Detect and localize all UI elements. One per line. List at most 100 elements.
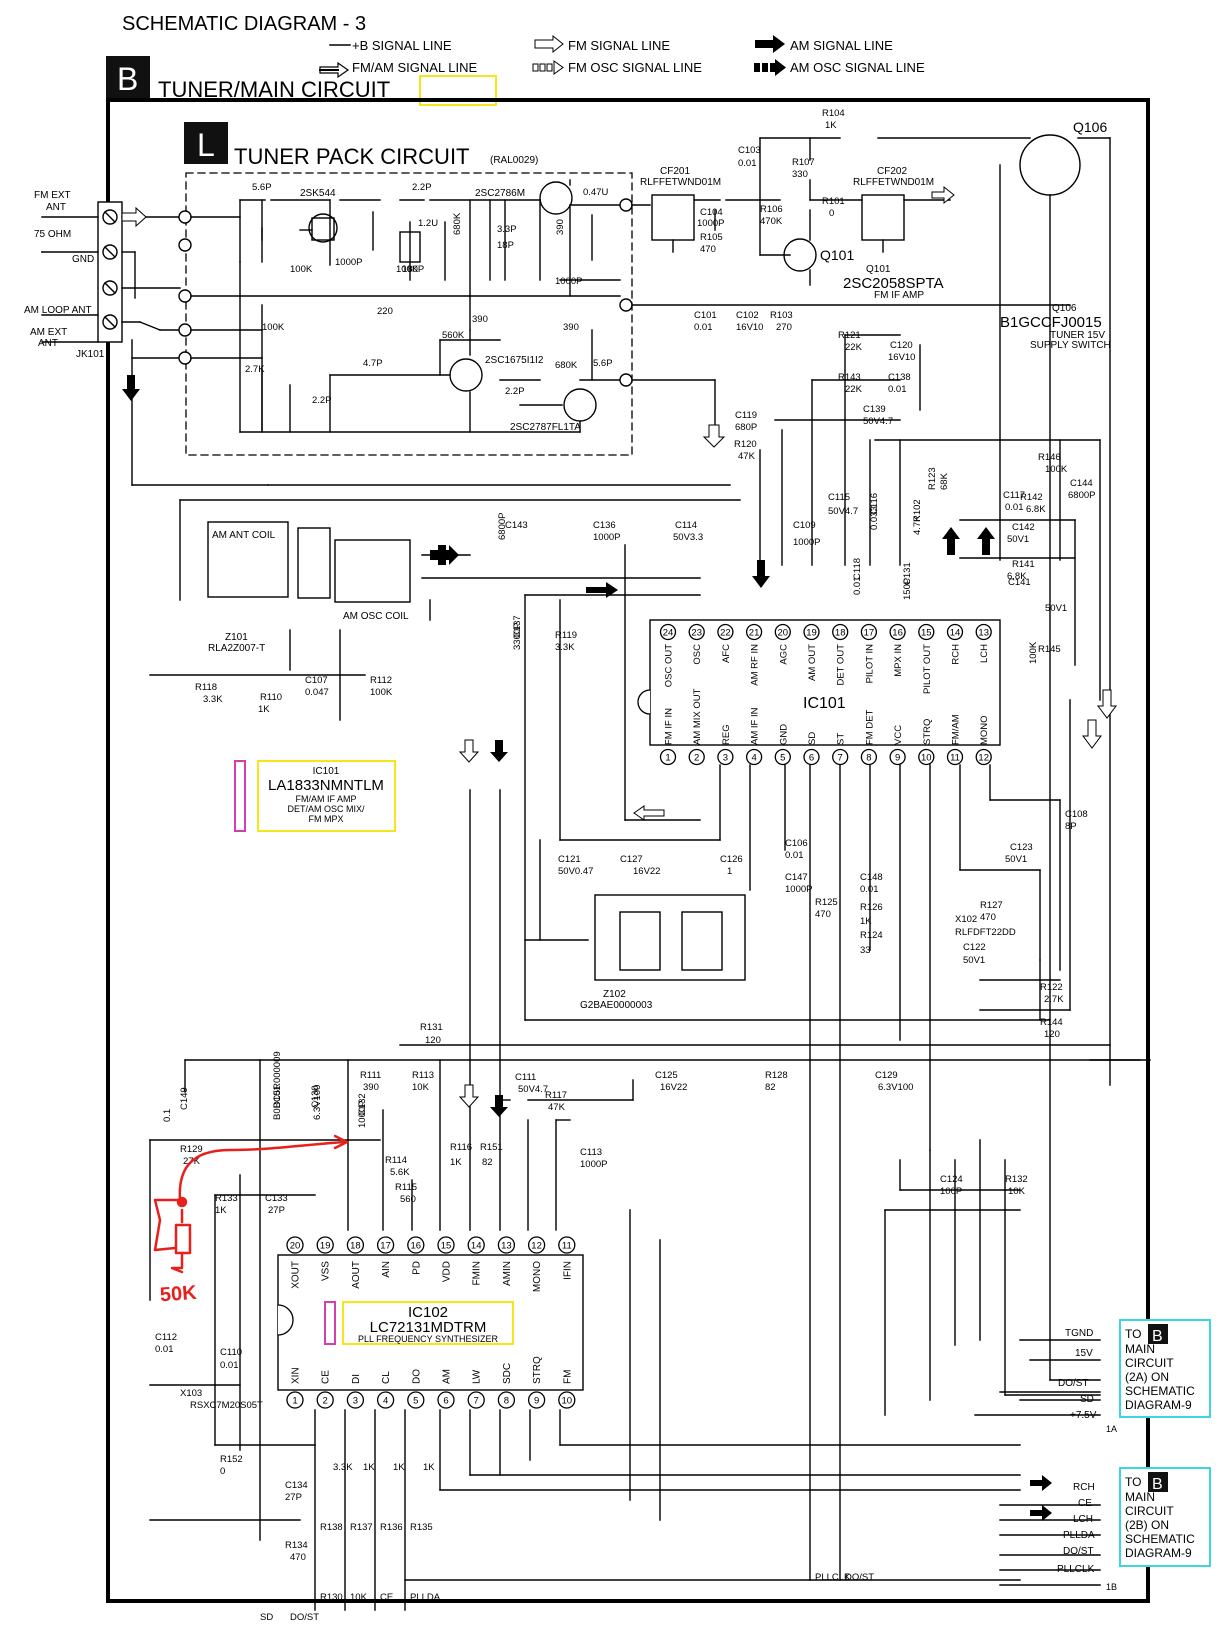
am-ext-label: AM EXT — [30, 327, 67, 338]
legend-b-signal-line: +B SIGNAL LINE — [352, 38, 452, 53]
component-label: R127 — [980, 900, 1003, 911]
component-label: 3.3P — [497, 224, 517, 235]
ic101-pin-name: REG — [721, 724, 732, 745]
ic101-pin-number: 12 — [978, 753, 989, 764]
component-label: 2.7K — [245, 364, 265, 375]
component-label: 50V4.7 — [828, 506, 858, 517]
component-label: 5.6P — [252, 182, 272, 193]
component-label: R146 — [1038, 452, 1061, 463]
component-label: R143 — [838, 372, 861, 383]
component-label: R118 — [195, 682, 217, 693]
transistor-labels: Q101 Q101 2SC2058SPTA FM IF AMP Q106 Q10… — [300, 119, 1111, 433]
transistor-2sc2786-label: 2SC2786M — [475, 188, 525, 199]
component-label: 390 — [555, 219, 566, 235]
signal-arrows — [121, 185, 1117, 1521]
ic101-info-ref: IC101 — [313, 766, 340, 777]
ic101-pin-number: 10 — [921, 753, 932, 764]
ic101-pin-number: 22 — [720, 628, 731, 639]
legend-fmam-signal-line: FM/AM SIGNAL LINE — [352, 60, 478, 75]
ic102-pin-16 — [407, 1236, 425, 1254]
ic102-pin-number: 16 — [411, 1241, 422, 1252]
connector-b-line-1: MAIN — [1125, 1490, 1155, 1504]
component-label: 680K — [452, 212, 463, 235]
component-label: 3.3K — [555, 642, 575, 653]
ic102-pin-6 — [437, 1391, 455, 1409]
component-label: 100K — [396, 264, 419, 275]
ic102-part: LC72131MDTRM — [370, 1319, 487, 1336]
ic101-pin-number: 1 — [665, 753, 670, 764]
ic101-pin-name: STRQ — [922, 719, 933, 745]
ic102-pin-name: PD — [411, 1261, 422, 1275]
component-label: 1000P — [785, 884, 812, 895]
legend-am-signal-line: AM SIGNAL LINE — [790, 38, 893, 53]
ic101-info: IC101 LA1833NMNTLM FM/AM IF AMP DET/AM O… — [268, 766, 384, 824]
component-label: R111 — [360, 1070, 381, 1081]
ic102-pin-13 — [497, 1236, 516, 1254]
component-label: C116 — [869, 493, 880, 515]
component-label: R101 — [822, 196, 845, 207]
ic101-pin-number: 6 — [809, 753, 814, 764]
component-label: PLLDA — [410, 1592, 441, 1603]
component-label: 1000P — [793, 537, 820, 548]
ic101-pin-name: OSC OUT — [664, 644, 675, 687]
component-label: C137 — [512, 615, 523, 638]
component-label: 1 — [727, 866, 732, 877]
component-label: 0.01 — [1005, 502, 1024, 513]
component-label: 470 — [980, 912, 996, 923]
component-label: 68K — [939, 472, 950, 490]
ic102-pin-number: 1 — [292, 1396, 297, 1407]
connector-a-tag: 1A — [1106, 1424, 1117, 1434]
ic101-pin-name: LCH — [979, 644, 990, 663]
fm-ant-label: ANT — [46, 202, 66, 213]
connector-a-signal-sd: SD — [1080, 1394, 1094, 1405]
component-label: C110 — [220, 1347, 242, 1358]
tuner-pack-part: (RAL0029) — [490, 155, 538, 166]
ic102-pin-name: AOUT — [351, 1261, 362, 1289]
component-label: C130 — [310, 1085, 321, 1108]
am-osc-coil-label: AM OSC COIL — [343, 611, 409, 622]
connector-b-signal-pllda: PLLDA — [1063, 1530, 1095, 1541]
ic102-pin-name: SDC — [502, 1363, 513, 1384]
ic101-pin-name: GND — [778, 724, 789, 745]
ic101-pin-number: 16 — [892, 628, 903, 639]
component-label: 1.2U — [418, 218, 438, 229]
ic101-pin-14 — [946, 623, 964, 641]
page-title: SCHEMATIC DIAGRAM - 3 — [122, 13, 366, 35]
ic101-pin-number: 4 — [751, 753, 756, 764]
header: SCHEMATIC DIAGRAM - 3 +B SIGNAL LINE FM … — [122, 13, 925, 79]
ic102-pin-number: 4 — [383, 1396, 388, 1407]
cf202-part: RLFFETWND01M — [853, 177, 934, 188]
component-label: 6800P — [1068, 490, 1095, 501]
ic101-info-desc-3: FM MPX — [309, 814, 344, 824]
component-label: 680K — [555, 360, 578, 371]
component-label: 0.01 — [785, 850, 804, 861]
component-label: C113 — [580, 1147, 602, 1158]
component-label: 16V10 — [736, 322, 763, 333]
component-label: 0.47U — [583, 187, 608, 198]
tuner-pack-title: TUNER PACK CIRCUIT — [234, 144, 470, 169]
z102-part: G2BAE0000003 — [580, 1000, 653, 1011]
ic102-pin-name: IFIN — [562, 1261, 573, 1280]
z101-ref: Z101 — [225, 632, 248, 643]
component-label: C115 — [828, 492, 850, 503]
ic101-pin-5 — [774, 748, 791, 766]
ic101-info-desc-2: DET/AM OSC MIX/ — [287, 804, 365, 814]
component-label: C122 — [963, 942, 986, 953]
component-label: C143 — [505, 520, 528, 531]
component-label: 6.3V100 — [878, 1082, 913, 1093]
component-label: R128 — [765, 1070, 788, 1081]
ic101-pin-number: 18 — [835, 628, 846, 639]
ic101-pin-name: DET OUT — [836, 644, 847, 686]
component-label: C138 — [888, 372, 911, 383]
component-label: R137 — [350, 1522, 373, 1533]
ic102-pin-name: AIN — [381, 1261, 392, 1278]
ic102-pin-2 — [316, 1391, 334, 1409]
ic101-pin-name: AM RF IN — [750, 644, 761, 686]
component-label: R133 — [215, 1193, 238, 1204]
ic102-pin-number: 9 — [534, 1396, 539, 1407]
ic101-pin-number: 2 — [694, 753, 699, 764]
component-label: 1K — [363, 1462, 375, 1473]
component-label: C129 — [875, 1070, 898, 1081]
component-label: C102 — [736, 310, 759, 321]
connector-a-signal-75v: +7.5V — [1070, 1410, 1097, 1421]
